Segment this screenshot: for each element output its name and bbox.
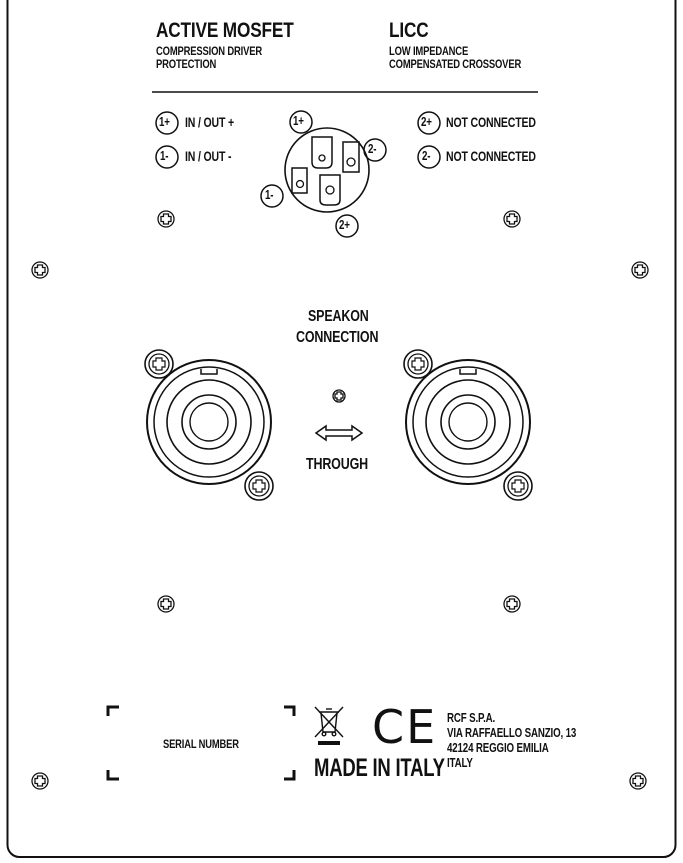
- header-left-sub2: PROTECTION: [156, 59, 217, 71]
- screw-icons: [31, 210, 649, 790]
- connector-callout-1minus: 1-: [265, 188, 274, 202]
- connector-callout-1plus: 1+: [293, 114, 304, 128]
- speakon-socket-right: [403, 349, 533, 501]
- speakon-title-line1: SPEAKON: [308, 308, 369, 325]
- speakon-title-line2: CONNECTION: [296, 329, 379, 346]
- serial-number-label: SERIAL NUMBER: [163, 737, 239, 751]
- pin-label-2plus: NOT CONNECTED: [446, 115, 536, 130]
- pin-badge-1minus: 1-: [160, 149, 169, 163]
- speakon-socket-left: [144, 349, 274, 501]
- header-right-sub2: COMPENSATED CROSSOVER: [389, 59, 522, 71]
- header-right-sub1: LOW IMPEDANCE: [389, 46, 469, 58]
- header-right-title: LICC: [389, 19, 429, 42]
- pin-badge-1plus-circle: [155, 111, 179, 135]
- header-left-sub1: COMPRESSION DRIVER: [156, 46, 263, 58]
- company-address-1: VIA RAFFAELLO SANZIO, 13: [447, 726, 577, 740]
- through-label: THROUGH: [306, 456, 368, 473]
- company-name: RCF S.P.A.: [447, 711, 496, 725]
- connector-callout-2plus: 2+: [339, 218, 350, 232]
- pin-label-2minus: NOT CONNECTED: [446, 149, 536, 164]
- double-arrow-icon: [314, 424, 364, 442]
- ce-mark: CE: [372, 700, 438, 754]
- company-country: ITALY: [447, 756, 473, 770]
- serial-number-frame: [106, 705, 296, 781]
- pin-badge-2plus-circle: [417, 111, 441, 135]
- made-in-italy-label: MADE IN ITALY: [314, 754, 445, 782]
- speakon-pinout-diagram: [260, 110, 387, 238]
- header-left-title: ACTIVE MOSFET: [156, 19, 294, 42]
- pin-badge-2plus: 2+: [421, 115, 432, 129]
- pin-badge-1plus: 1+: [159, 115, 170, 129]
- pin-label-1plus: IN / OUT +: [185, 115, 235, 130]
- pin-label-1minus: IN / OUT -: [185, 149, 232, 164]
- pin-badge-1minus-circle: [155, 145, 179, 169]
- company-address-2: 42124 REGGIO EMILIA: [447, 741, 549, 755]
- pin-badge-2minus-circle: [417, 145, 441, 169]
- weee-bin-icon: [314, 706, 344, 745]
- pin-badge-2minus: 2-: [422, 149, 431, 163]
- panel-border: [6, 0, 677, 858]
- connector-callout-2minus: 2-: [368, 142, 377, 156]
